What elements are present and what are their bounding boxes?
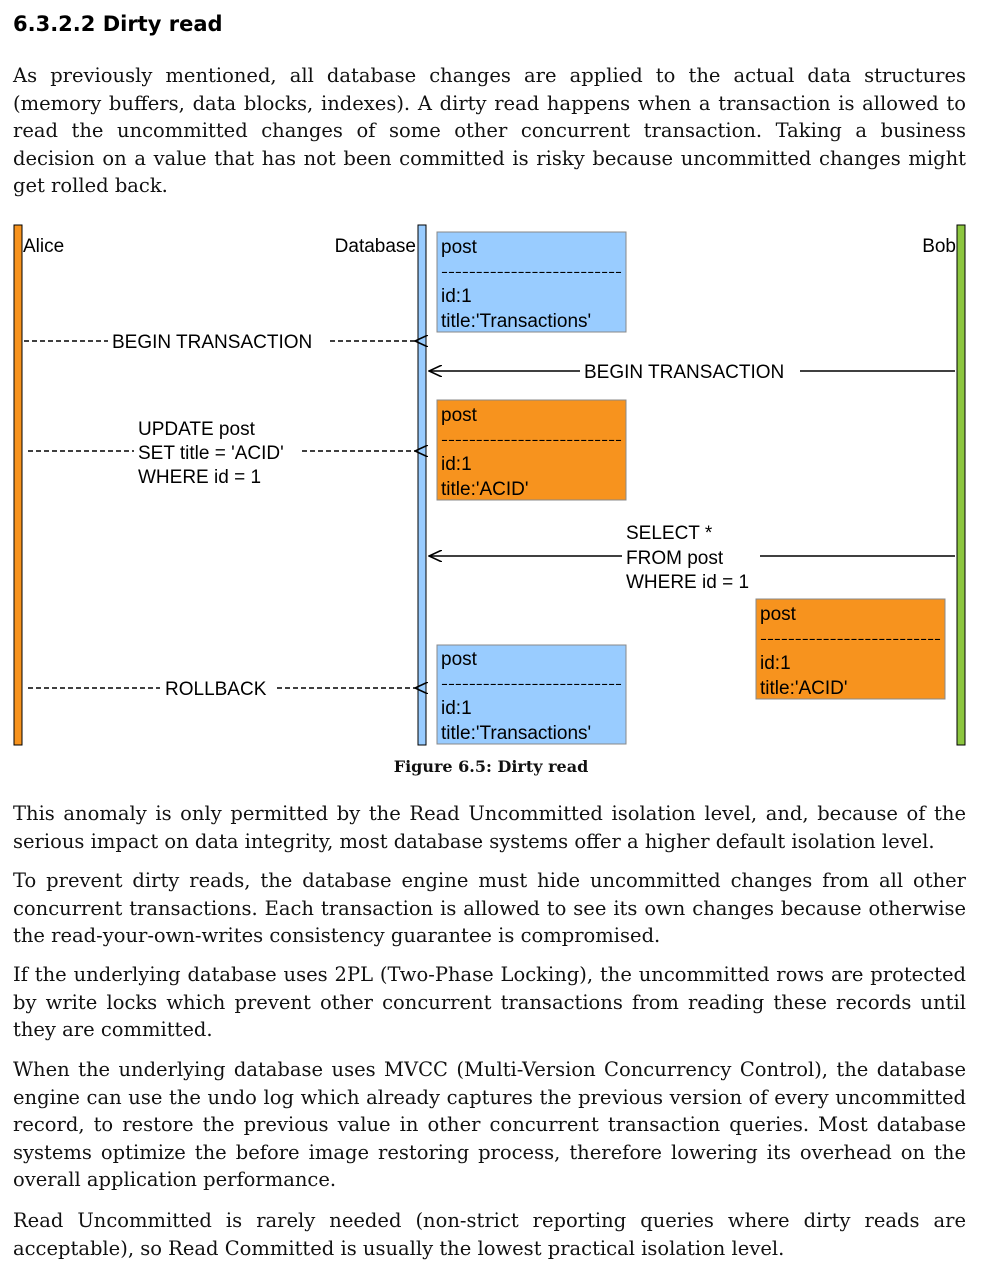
post-box-header: post — [441, 237, 478, 258]
paragraph-mvcc: When the underlying database uses MVCC (… — [13, 1058, 966, 1192]
section-heading: 6.3.2.2 Dirty read — [13, 12, 223, 36]
post-box-divider: -------------------------- — [441, 263, 622, 279]
post-box-header: post — [441, 649, 478, 670]
alice-begin-label: BEGIN TRANSACTION — [112, 332, 312, 353]
rollback-label: ROLLBACK — [165, 679, 267, 700]
post-box-id: id:1 — [441, 286, 472, 307]
select-line-2: FROM post — [626, 548, 724, 569]
post-box-header: post — [760, 604, 797, 625]
update-line-3: WHERE id = 1 — [138, 467, 261, 488]
bob-lifeline — [956, 224, 966, 746]
post-box-divider: -------------------------- — [441, 675, 622, 691]
select-line-3: WHERE id = 1 — [626, 572, 749, 593]
post-box-id: id:1 — [760, 653, 791, 674]
actor-alice-label: Alice — [23, 236, 64, 257]
post-box-header: post — [441, 405, 478, 426]
post-box-title: title:'ACID' — [760, 678, 848, 699]
post-box-divider: -------------------------- — [760, 630, 941, 646]
actor-database-label: Database — [335, 236, 416, 257]
figure-caption: Figure 6.5: Dirty read — [393, 757, 589, 776]
alice-lifeline — [13, 224, 23, 746]
paragraph-read-committed: Read Uncommitted is rarely needed (non-s… — [13, 1209, 966, 1260]
update-line-1: UPDATE post — [138, 419, 256, 440]
post-box-dirty-read-result: post -------------------------- id:1 tit… — [755, 598, 946, 700]
post-box-committed-initial: post -------------------------- id:1 tit… — [436, 231, 627, 333]
post-box-title: title:'Transactions' — [441, 311, 591, 332]
bob-begin-label: BEGIN TRANSACTION — [584, 362, 784, 383]
database-lifeline — [417, 224, 427, 746]
select-line-1: SELECT * — [626, 523, 713, 544]
post-box-divider: -------------------------- — [441, 431, 622, 447]
paragraph-prevent-dirty-reads: To prevent dirty reads, the database eng… — [13, 869, 966, 948]
paragraph-2pl: If the underlying database uses 2PL (Two… — [13, 963, 966, 1042]
dirty-read-sequence-diagram: Alice Database Bob post ----------------… — [13, 224, 966, 746]
post-box-title: title:'ACID' — [441, 479, 529, 500]
post-box-id: id:1 — [441, 698, 472, 719]
post-box-uncommitted-update: post -------------------------- id:1 tit… — [436, 399, 627, 501]
paragraph-read-uncommitted: This anomaly is only permitted by the Re… — [13, 802, 966, 853]
actor-bob-label: Bob — [922, 236, 956, 257]
paragraph-intro: As previously mentioned, all database ch… — [13, 64, 966, 198]
post-box-title: title:'Transactions' — [441, 723, 591, 744]
post-box-committed-restored: post -------------------------- id:1 tit… — [436, 644, 627, 745]
update-line-2: SET title = 'ACID' — [138, 443, 284, 464]
post-box-id: id:1 — [441, 454, 472, 475]
